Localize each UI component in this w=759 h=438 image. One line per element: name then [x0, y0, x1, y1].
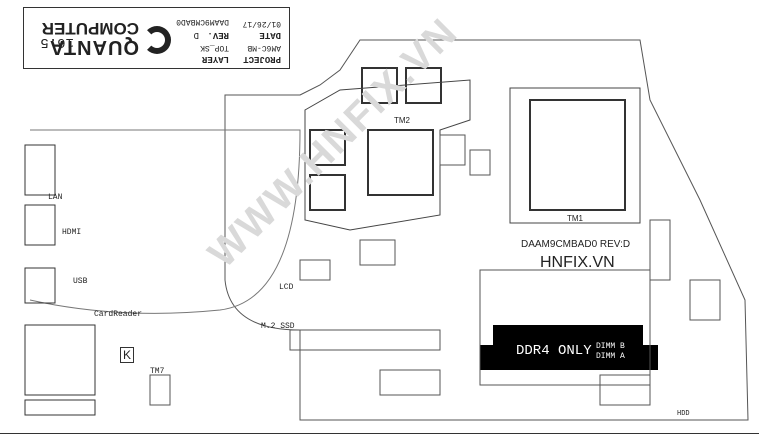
project-value: AM6C-MB	[247, 43, 281, 52]
gpu-frame	[509, 87, 641, 224]
bottom-divider	[0, 433, 759, 434]
layer-label: LAYER	[201, 54, 229, 64]
chip-gpu	[529, 99, 626, 211]
cluster-6	[689, 279, 721, 321]
chip-cpu-left	[367, 129, 434, 196]
dimm-slot-outline	[479, 269, 651, 386]
cluster-3	[359, 239, 396, 266]
label-card-reader: CardReader	[94, 310, 143, 319]
board-value: DAAM9CMBAD0	[176, 17, 229, 26]
usb-connector	[24, 267, 56, 304]
m2-slot	[289, 329, 441, 351]
label-lan: LAN	[48, 193, 63, 202]
cluster-2	[469, 149, 491, 176]
label-ddr4: DDR4 ONLY	[516, 343, 592, 359]
size-value: 16.5	[40, 34, 74, 50]
label-hdd: HDD	[677, 410, 690, 418]
cluster-8	[379, 369, 441, 396]
tm2-outline	[304, 79, 471, 231]
cluster-9	[149, 374, 171, 406]
chip-mem-2	[309, 174, 346, 211]
card-connector	[24, 324, 96, 396]
label-m2-ssd: M.2 SSD	[261, 322, 295, 331]
title-block-inner: PROJECT AM6C-MB DATE 01/26/17 QUANTA COM…	[24, 8, 289, 68]
label-k: K	[120, 347, 135, 363]
layer-value: TOP_SK	[200, 43, 229, 52]
date-label: DATE	[259, 30, 281, 40]
date-value: 01/26/17	[242, 19, 281, 28]
label-lcd: LCD	[279, 283, 294, 292]
lan-connector	[24, 144, 56, 196]
label-dimm-a: DIMM B	[596, 342, 625, 351]
left-arc	[29, 129, 301, 314]
label-tm7: TM7	[150, 367, 165, 376]
label-hdmi: HDMI	[62, 228, 82, 237]
hdmi-connector	[24, 204, 56, 246]
chip-tm2-b	[405, 67, 442, 104]
label-tm2: TM2	[394, 116, 410, 125]
rev-label: REV.	[207, 30, 229, 40]
label-hnfix: HNFIX.VN	[540, 254, 615, 271]
rev-value: D	[193, 30, 199, 40]
ddr-block-lower	[480, 345, 658, 370]
cluster-5	[649, 219, 671, 281]
board-outline	[224, 39, 749, 421]
quanta-logo-icon	[143, 26, 171, 54]
project-label: PROJECT	[243, 54, 281, 64]
cluster-4	[299, 259, 331, 281]
bottom-left-part	[24, 399, 96, 416]
cluster-7	[599, 374, 651, 406]
label-usb: USB	[73, 277, 88, 286]
chip-mem-1	[309, 129, 346, 166]
label-dimm-b: DIMM A	[596, 352, 625, 361]
label-board-rev: DAAM9CMBAD0 REV:D	[521, 239, 631, 250]
label-tm1: TM1	[567, 214, 583, 223]
cluster-1	[439, 134, 466, 166]
title-block: PROJECT AM6C-MB DATE 01/26/17 QUANTA COM…	[23, 7, 290, 69]
